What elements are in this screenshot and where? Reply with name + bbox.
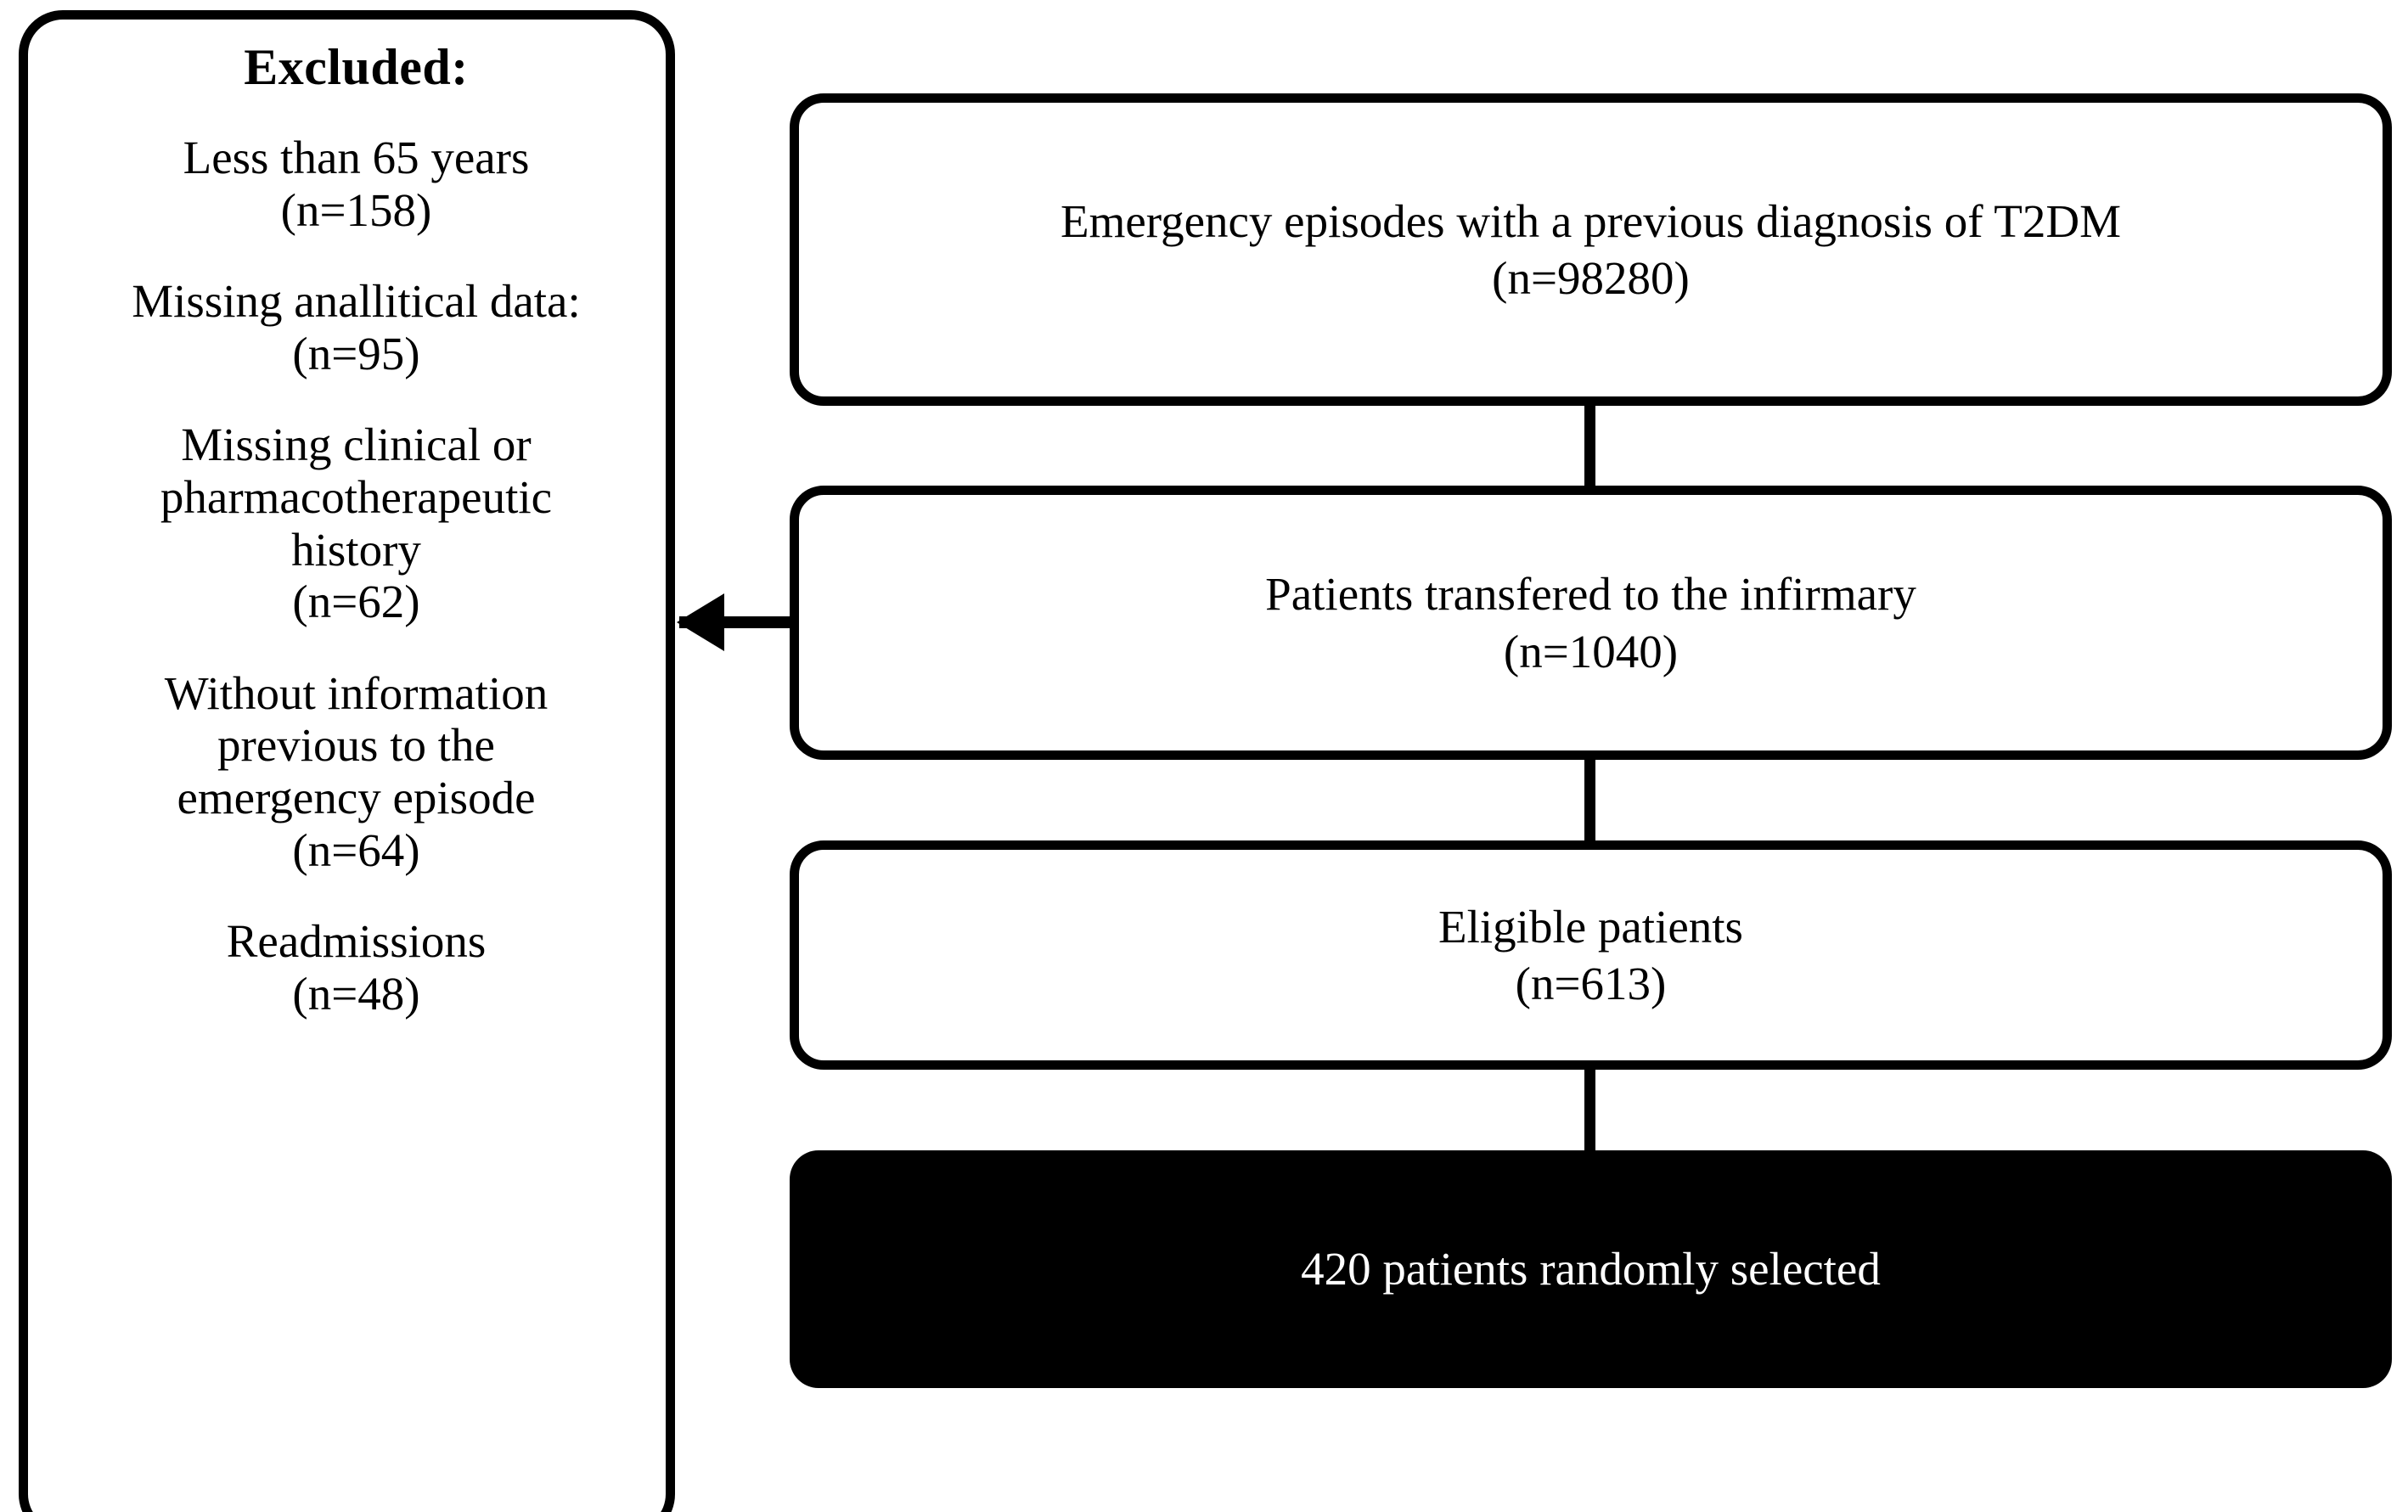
excluded-panel-content: Excluded: Less than 65 years (n=158) Mis… xyxy=(28,20,684,1020)
excluded-panel-title: Excluded: xyxy=(244,39,469,95)
excluded-item-label: previous to the xyxy=(217,719,495,772)
excluded-item-age: Less than 65 years (n=158) xyxy=(57,132,655,236)
flow-node-randomly-selected: 420 patients randomly selected xyxy=(790,1150,2392,1388)
connector-eligible-to-selected xyxy=(1584,1063,1595,1158)
excluded-item-missing-clinical: Missing clinical or pharmacotherapeutic … xyxy=(57,419,655,627)
flow-node-label: Patients transfered to the infirmary xyxy=(1265,568,1916,621)
flow-node-text: Eligible patients (n=613) xyxy=(1420,898,1762,1012)
flow-node-patients-transfered: Patients transfered to the infirmary (n=… xyxy=(790,486,2392,760)
excluded-item-label: Without information xyxy=(164,666,549,719)
excluded-item-label: history xyxy=(291,523,421,576)
flow-node-count: (n=613) xyxy=(1515,958,1667,1009)
flow-node-count: (n=1040) xyxy=(1503,625,1679,677)
excluded-item-readmissions: Readmissions (n=48) xyxy=(57,915,655,1020)
excluded-item-without-information: Without information previous to the emer… xyxy=(57,667,655,876)
excluded-item-label: Missing anallitical data: xyxy=(132,275,581,328)
flow-node-text: Patients transfered to the infirmary (n=… xyxy=(1246,565,1935,679)
arrow-left-icon xyxy=(677,593,798,651)
excluded-panel: Excluded: Less than 65 years (n=158) Mis… xyxy=(19,10,675,1512)
flow-node-text: Emergency episodes with a previous diagn… xyxy=(1042,193,2140,306)
excluded-item-count: (n=158) xyxy=(280,183,432,236)
flow-node-label: 420 patients randomly selected xyxy=(1301,1243,1881,1296)
excluded-item-label: pharmacotherapeutic xyxy=(160,470,553,523)
flow-node-label: Eligible patients xyxy=(1438,900,1743,953)
excluded-item-missing-analytical: Missing anallitical data: (n=95) xyxy=(57,275,655,379)
excluded-item-count: (n=64) xyxy=(292,823,420,876)
excluded-item-label: Missing clinical or xyxy=(181,419,532,471)
flow-node-text: 420 patients randomly selected xyxy=(1301,1240,1881,1297)
excluded-item-label: Readmissions xyxy=(226,915,487,968)
excluded-item-label: Less than 65 years xyxy=(183,132,530,183)
connector-emergency-to-transfered xyxy=(1584,399,1595,492)
excluded-item-count: (n=48) xyxy=(292,967,420,1020)
flow-node-label: Emergency episodes with a previous diagn… xyxy=(1060,194,2122,247)
flow-node-eligible-patients: Eligible patients (n=613) xyxy=(790,840,2392,1070)
flow-node-emergency-episodes: Emergency episodes with a previous diagn… xyxy=(790,93,2392,406)
excluded-item-label: emergency episode xyxy=(177,771,536,823)
connector-transfered-to-eligible xyxy=(1584,754,1595,847)
flow-node-count: (n=98280) xyxy=(1492,252,1690,304)
excluded-item-count: (n=95) xyxy=(292,327,420,379)
excluded-item-count: (n=62) xyxy=(292,576,420,628)
